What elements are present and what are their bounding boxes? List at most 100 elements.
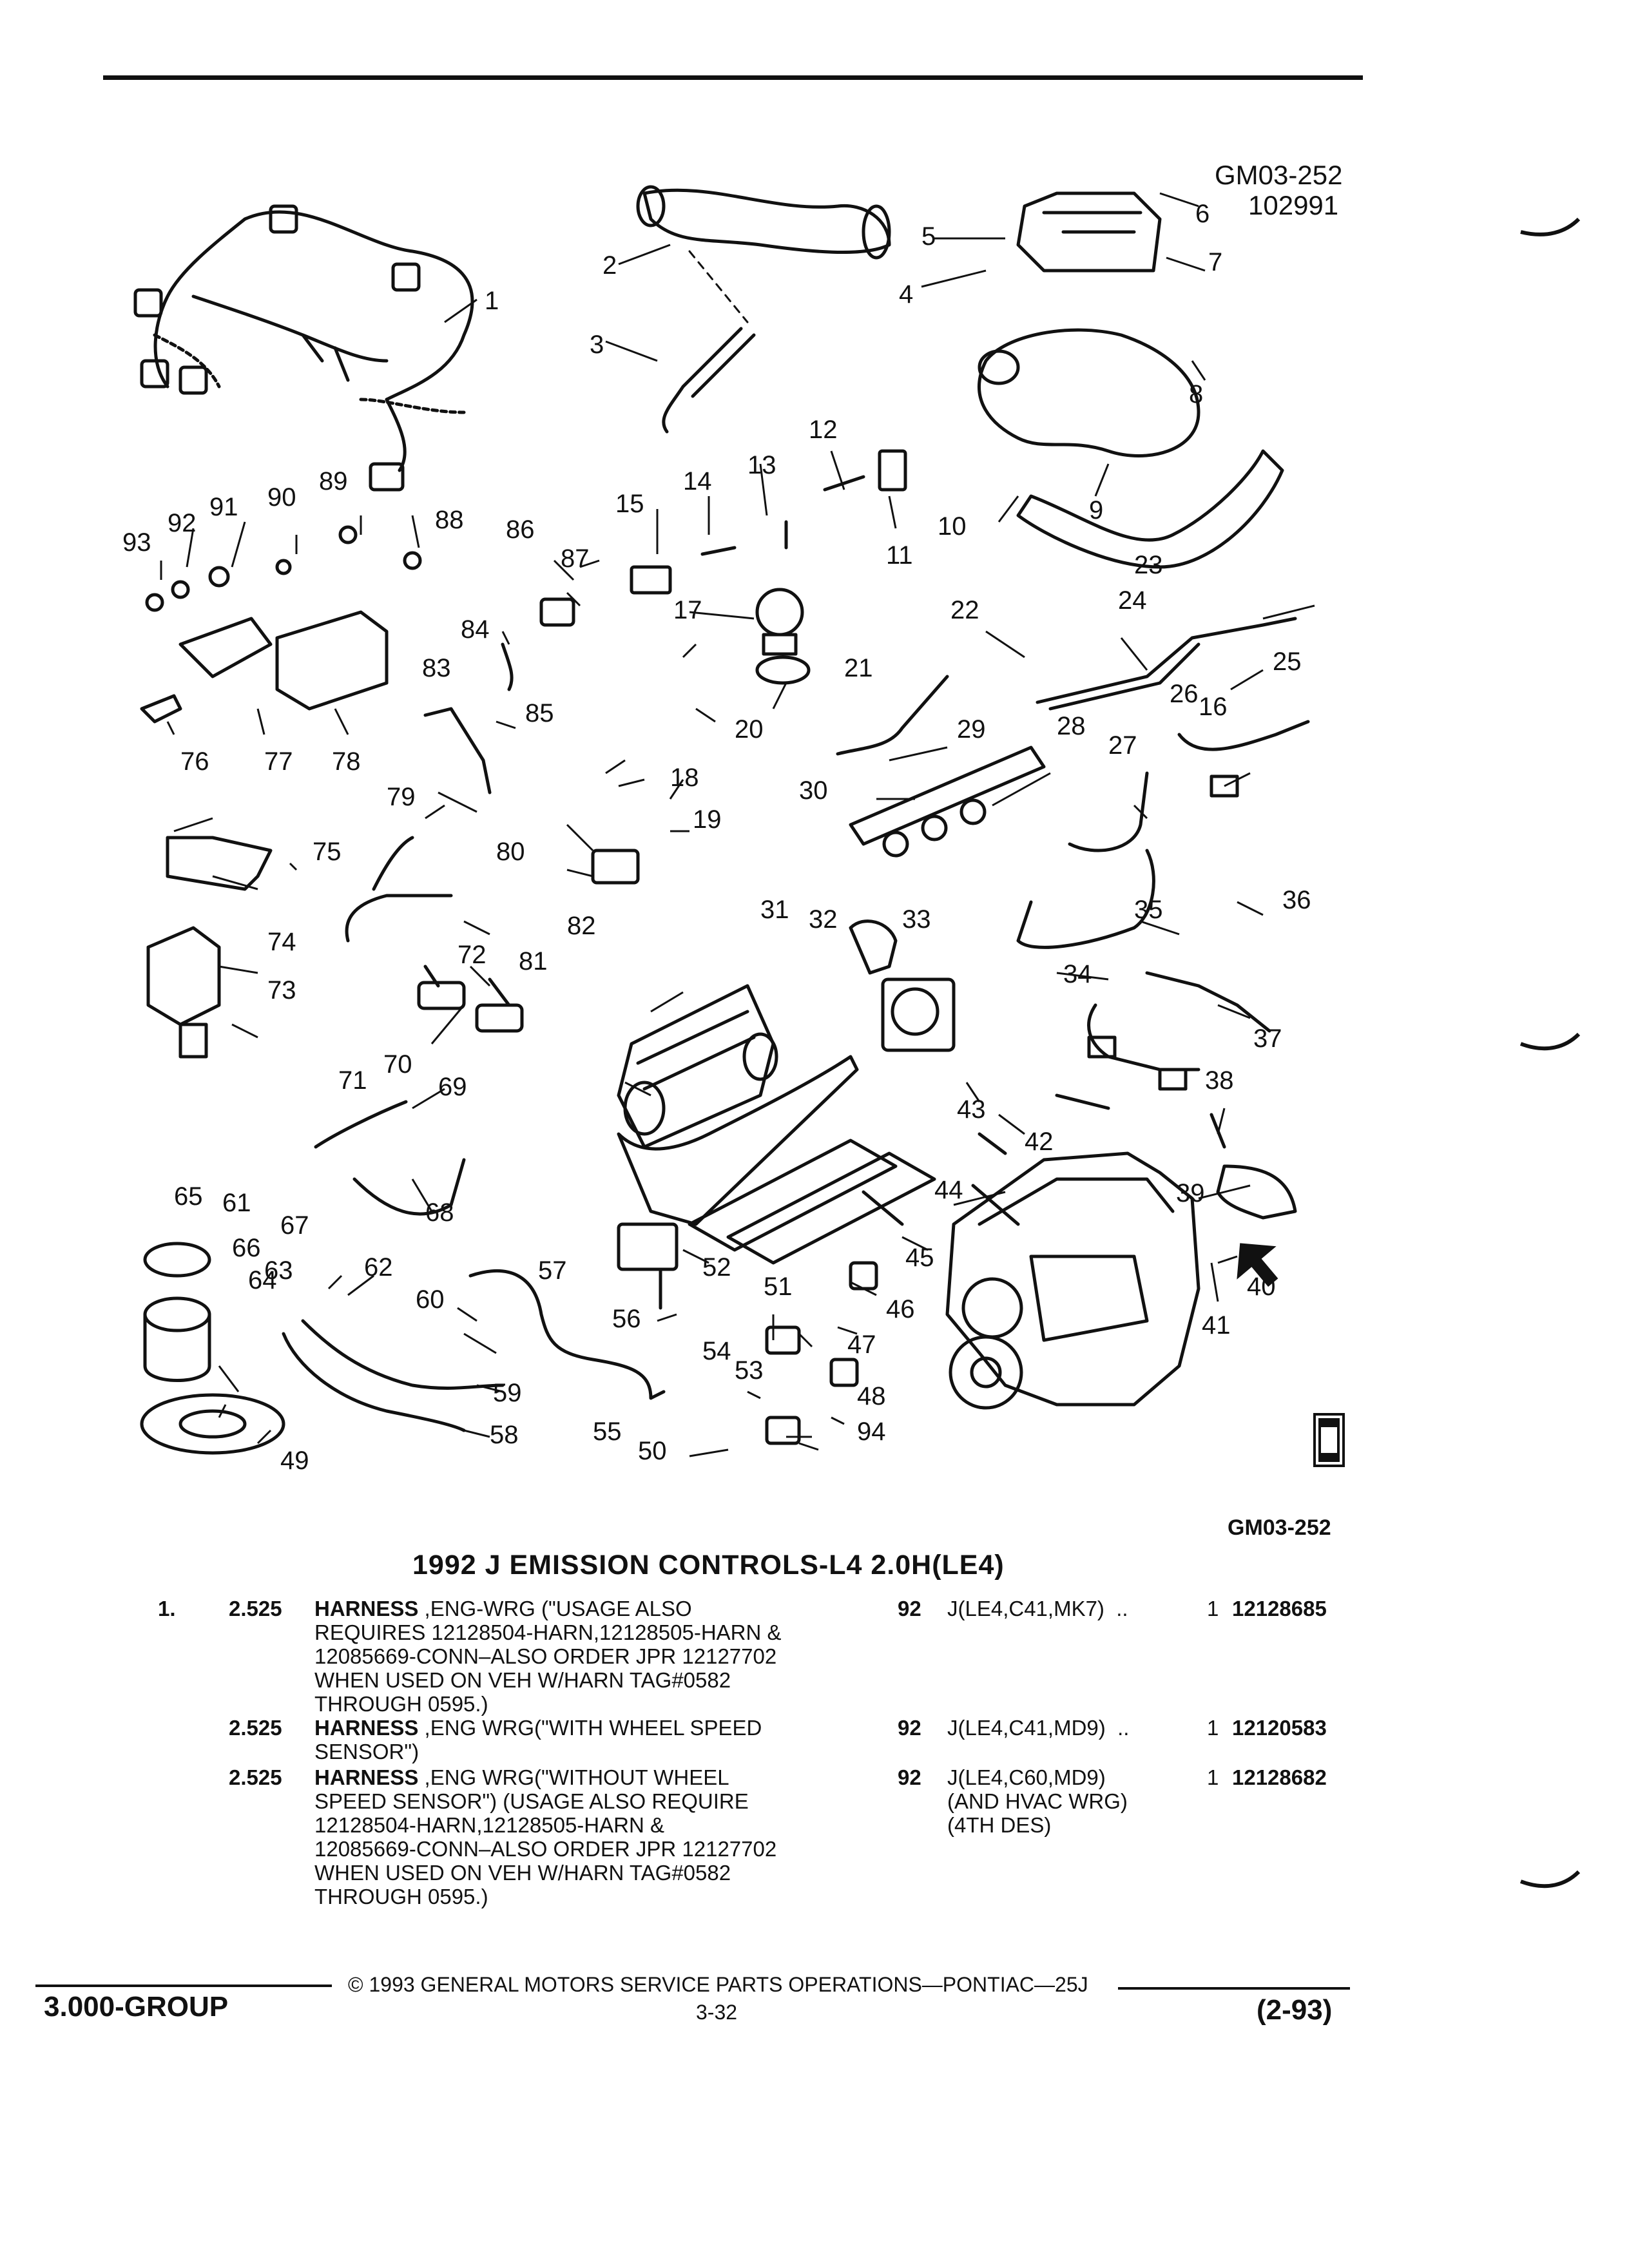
callout-75: 75 (313, 838, 342, 866)
quantity: 1 (1207, 1765, 1219, 1789)
footer-rule-left (35, 1984, 332, 1987)
copyright-line: © 1993 GENERAL MOTORS SERVICE PARTS OPER… (348, 1973, 1088, 1996)
callout-2: 2 (602, 251, 617, 280)
group-label: 3.000-GROUP (44, 1991, 229, 2023)
callout-43: 43 (957, 1095, 986, 1124)
application-line: J(LE4,C60,MD9) (947, 1765, 1106, 1789)
callout-78: 78 (332, 747, 361, 776)
exploded-parts-diagram: 1234567891011121314151716181920212223242… (122, 185, 1345, 1475)
part-name: HARNESS (314, 1765, 425, 1789)
callout-83: 83 (422, 654, 451, 682)
callout-10: 10 (938, 512, 967, 541)
callout-48: 48 (857, 1382, 886, 1410)
callout-25: 25 (1273, 648, 1302, 676)
part-number: 12120583 (1232, 1716, 1327, 1740)
callout-65: 65 (174, 1182, 203, 1211)
application-line: J(LE4,C41,MK7) .. (947, 1597, 1128, 1620)
callout-82: 82 (567, 912, 596, 940)
callout-73: 73 (267, 976, 296, 1004)
description-line: HARNESS ,ENG-WRG ("USAGE ALSO (314, 1597, 692, 1620)
callout-70: 70 (383, 1050, 412, 1079)
callout-62: 62 (364, 1253, 393, 1282)
callout-50: 50 (638, 1437, 667, 1465)
date-code: (2-93) (1257, 1994, 1333, 2026)
callout-14: 14 (683, 467, 712, 495)
callout-64: 64 (248, 1266, 277, 1294)
callout-87: 87 (561, 544, 590, 573)
description-line: SENSOR") (314, 1740, 419, 1763)
callout-20: 20 (735, 715, 764, 744)
callout-31: 31 (760, 896, 789, 924)
application: J(LE4,C41,MD9) .. (947, 1716, 1205, 1740)
group-number: 2.525 (229, 1765, 282, 1789)
callout-86: 86 (506, 515, 535, 544)
callout-77: 77 (264, 747, 293, 776)
diagram-date: 102991 (1248, 190, 1339, 220)
description-line: REQUIRES 12128504-HARN,12128505-HARN & (314, 1620, 782, 1644)
application-line: (AND HVAC WRG) (947, 1789, 1128, 1813)
group-number: 2.525 (229, 1597, 282, 1620)
callout-57: 57 (538, 1256, 567, 1285)
callout-94: 94 (857, 1418, 886, 1446)
callout-46: 46 (886, 1295, 915, 1323)
callout-22: 22 (950, 596, 979, 624)
callout-54: 54 (702, 1337, 731, 1365)
gm-spo-logo (1313, 1413, 1345, 1467)
part-number: 12128685 (1232, 1597, 1327, 1620)
callout-24: 24 (1118, 586, 1147, 615)
callout-41: 41 (1202, 1311, 1231, 1340)
callout-4: 4 (899, 280, 913, 309)
description-line: HARNESS ,ENG WRG("WITHOUT WHEEL (314, 1765, 729, 1789)
callout-13: 13 (747, 451, 776, 479)
callout-61: 61 (222, 1189, 251, 1217)
callout-52: 52 (702, 1253, 731, 1282)
section-title: 1992 J EMISSION CONTROLS-L4 2.0H(LE4) (412, 1550, 1005, 1581)
model-year: 92 (898, 1765, 921, 1789)
callout-45: 45 (905, 1244, 934, 1272)
diagram-footer-code: GM03-252 (1228, 1515, 1331, 1540)
description-line: 12085669-CONN–ALSO ORDER JPR 12127702 (314, 1837, 777, 1861)
callout-18: 18 (670, 764, 699, 792)
callout-19: 19 (693, 805, 722, 834)
callout-92: 92 (168, 509, 197, 537)
callout-32: 32 (809, 905, 838, 934)
description-line: 12128504-HARN,12128505-HARN & (314, 1813, 664, 1837)
callout-53: 53 (735, 1356, 764, 1385)
callout-55: 55 (593, 1418, 622, 1446)
callout-58: 58 (490, 1421, 519, 1449)
callout-59: 59 (493, 1379, 522, 1407)
quantity: 1 (1207, 1597, 1219, 1620)
callout-63: 63 (264, 1256, 293, 1285)
callout-76: 76 (180, 747, 209, 776)
callout-84: 84 (461, 615, 490, 644)
callout-79: 79 (387, 783, 416, 811)
callout-23: 23 (1134, 551, 1163, 579)
callout-16: 16 (1199, 693, 1228, 721)
callout-9: 9 (1089, 496, 1103, 524)
description-line: WHEN USED ON VEH W/HARN TAG#0582 (314, 1668, 731, 1692)
callout-26: 26 (1170, 680, 1199, 708)
callout-69: 69 (438, 1073, 467, 1101)
callout-44: 44 (934, 1176, 963, 1204)
callout-60: 60 (416, 1285, 445, 1314)
callout-74: 74 (267, 928, 296, 956)
callout-8: 8 (1189, 380, 1203, 408)
callout-42: 42 (1025, 1128, 1054, 1156)
description-line: WHEN USED ON VEH W/HARN TAG#0582 (314, 1861, 731, 1885)
callout-30: 30 (799, 776, 828, 805)
part-number: 12128682 (1232, 1765, 1327, 1789)
model-year: 92 (898, 1597, 921, 1620)
application-line: J(LE4,C41,MD9) .. (947, 1716, 1130, 1740)
diagram-id: GM03-252 (1215, 160, 1343, 190)
callout-12: 12 (809, 416, 838, 444)
callout-67: 67 (280, 1211, 309, 1240)
description-line: THROUGH 0595.) (314, 1692, 488, 1716)
wiring-harness-drawing (133, 204, 474, 492)
callout-39: 39 (1176, 1179, 1205, 1207)
callout-3: 3 (590, 331, 604, 359)
callout-1: 1 (485, 287, 499, 315)
callout-21: 21 (844, 654, 873, 682)
callout-17: 17 (673, 596, 702, 624)
